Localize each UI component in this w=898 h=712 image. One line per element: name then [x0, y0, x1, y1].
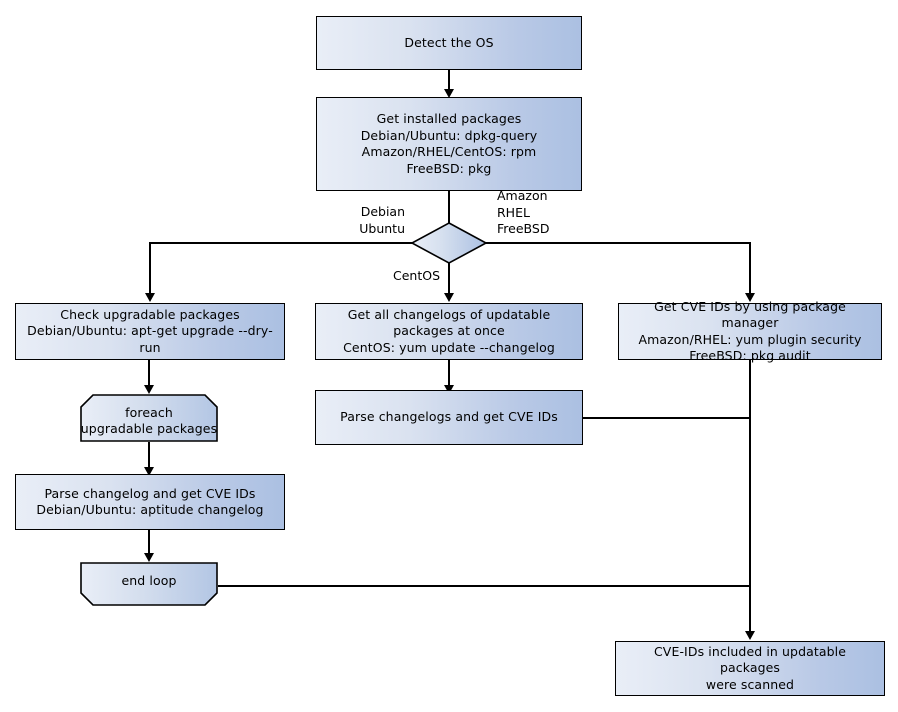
node-parse-changelogs-multi[interactable]: Parse changelogs and get CVE IDs [315, 390, 583, 445]
node-foreach-label: foreach upgradable packages [80, 404, 218, 437]
edge-parse-to-endloop [148, 530, 150, 555]
edge-label-debian-ubuntu: Debian Ubuntu [359, 204, 405, 236]
node-end-loop[interactable]: end loop [80, 562, 218, 606]
edge-label-centos: CentOS [392, 268, 440, 283]
arrowhead-foreach-to-parse [143, 467, 154, 476]
edge-detect-to-installed [448, 70, 450, 91]
decision-diamond-icon [410, 222, 488, 264]
edge-endloop-to-trunk [218, 585, 750, 587]
node-end-loop-label: end loop [121, 573, 177, 589]
edge-decision-right-horizontal [486, 242, 750, 244]
arrowhead-trunk-to-result [744, 631, 755, 640]
edge-installed-to-decision [448, 191, 450, 224]
edge-label-amazon-rhel-freebsd: Amazon RHEL FreeBSD [497, 188, 550, 236]
edge-decision-left-vertical [149, 242, 151, 294]
arrowhead-decision-to-get-all-changelogs [443, 293, 454, 302]
loop-start-shape-icon [80, 394, 218, 442]
arrowhead-decision-to-get-cve [744, 293, 755, 302]
node-parse-changelog-single[interactable]: Parse changelog and get CVE IDs Debian/U… [15, 474, 285, 530]
node-foreach-upgradable-packages[interactable]: foreach upgradable packages [80, 394, 218, 442]
edge-getall-to-parsemulti [448, 360, 450, 387]
edge-decision-left-horizontal [149, 242, 412, 244]
arrowhead-detect-to-installed [443, 89, 454, 98]
edge-check-to-foreach [148, 360, 150, 386]
edge-decision-right-vertical [749, 242, 751, 294]
node-check-upgradable-packages[interactable]: Check upgradable packages Debian/Ubuntu:… [15, 303, 285, 360]
node-get-cve-package-manager[interactable]: Get CVE IDs by using package manager Ama… [618, 299, 882, 363]
arrowhead-decision-to-check-upgradable [144, 293, 155, 302]
arrowhead-parse-to-endloop [143, 553, 154, 562]
edge-right-trunk [749, 360, 751, 632]
loop-end-shape-icon [80, 562, 218, 606]
node-os-decision[interactable] [410, 222, 488, 264]
arrowhead-check-to-foreach [143, 385, 154, 394]
edge-foreach-to-parse [148, 442, 150, 468]
arrowhead-getall-to-parsemulti [443, 385, 454, 394]
node-get-all-changelogs[interactable]: Get all changelogs of updatable packages… [315, 303, 583, 360]
edge-decision-down-vertical [448, 262, 450, 294]
node-get-installed-packages[interactable]: Get installed packages Debian/Ubuntu: dp… [316, 97, 582, 191]
node-detect-os[interactable]: Detect the OS [316, 16, 582, 70]
node-scanned-result[interactable]: CVE-IDs included in updatable packages w… [615, 641, 885, 696]
edge-parsemulti-to-trunk [583, 417, 750, 419]
